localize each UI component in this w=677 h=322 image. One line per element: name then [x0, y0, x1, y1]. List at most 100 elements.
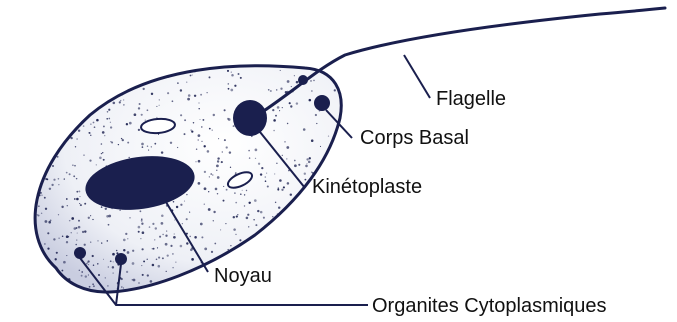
stipple-dot — [235, 234, 236, 235]
stipple-dot — [287, 80, 290, 83]
stipple-dot — [180, 204, 182, 206]
stipple-dot — [215, 188, 218, 191]
stipple-dot — [47, 248, 49, 250]
stipple-dot — [132, 262, 135, 265]
stipple-dot — [167, 254, 169, 256]
stipple-dot — [248, 226, 249, 227]
stipple-dot — [240, 77, 242, 79]
stipple-dot — [149, 226, 151, 228]
stipple-dot — [204, 171, 206, 173]
stipple-dot — [68, 278, 71, 281]
stipple-dot — [260, 211, 263, 214]
stipple-dot — [105, 277, 106, 278]
stipple-dot — [37, 214, 39, 216]
stipple-dot — [90, 135, 91, 136]
stipple-dot — [207, 150, 210, 153]
stipple-dot — [143, 88, 145, 90]
stipple-dot — [104, 135, 105, 136]
stipple-dot — [78, 190, 80, 192]
stipple-dot — [176, 206, 178, 208]
stipple-dot — [275, 202, 276, 203]
stipple-dot — [123, 239, 126, 242]
stipple-dot — [141, 220, 143, 222]
stipple-dot — [191, 130, 193, 132]
stipple-dot — [150, 280, 153, 283]
stipple-dot — [90, 215, 91, 216]
stipple-dot — [92, 283, 94, 285]
stipple-dot — [274, 173, 275, 174]
stipple-dot — [194, 70, 197, 73]
stipple-dot — [123, 104, 124, 105]
stipple-dot — [110, 141, 111, 142]
stipple-dot — [41, 213, 42, 214]
stipple-dot — [127, 251, 130, 254]
stipple-dot — [89, 286, 91, 288]
stipple-dot — [68, 236, 69, 237]
stipple-dot — [76, 240, 77, 241]
stipple-dot — [93, 265, 94, 266]
stipple-dot — [58, 184, 59, 185]
stipple-dot — [140, 287, 141, 288]
label-flagelle: Flagelle — [436, 88, 506, 110]
stipple-dot — [180, 245, 183, 248]
stipple-dot — [159, 99, 160, 100]
stipple-dot — [198, 102, 199, 103]
stipple-dot — [182, 223, 183, 224]
stipple-dot — [194, 236, 197, 239]
stipple-dot — [53, 179, 55, 181]
stipple-dot — [244, 205, 245, 206]
cytoplasmic-organelle-1 — [74, 247, 86, 259]
stipple-dot — [174, 219, 175, 220]
stipple-dot — [201, 126, 202, 127]
stipple-dot — [128, 157, 130, 159]
stipple-dot — [66, 198, 68, 200]
stipple-dot — [177, 82, 179, 84]
stipple-dot — [118, 144, 119, 145]
stipple-dot — [121, 93, 123, 95]
stipple-dot — [103, 259, 104, 260]
stipple-dot — [224, 109, 226, 111]
stipple-dot — [216, 165, 219, 168]
stipple-dot — [311, 90, 312, 91]
stipple-dot — [173, 201, 175, 203]
stipple-dot — [75, 244, 77, 246]
stipple-dot — [174, 233, 175, 234]
stipple-dot — [156, 117, 157, 118]
stipple-dot — [134, 113, 137, 116]
stipple-dot — [294, 75, 295, 76]
stipple-dot — [286, 146, 289, 149]
stipple-dot — [276, 89, 278, 91]
stipple-dot — [190, 75, 192, 77]
stipple-dot — [316, 123, 317, 124]
stipple-dot — [102, 131, 105, 134]
stipple-dot — [72, 165, 73, 166]
stipple-dot — [45, 220, 48, 223]
stipple-dot — [294, 160, 296, 162]
stipple-dot — [263, 217, 265, 219]
stipple-dot — [88, 217, 90, 219]
stipple-dot — [279, 110, 280, 111]
stipple-dot — [233, 125, 235, 127]
stipple-dot — [196, 149, 197, 150]
label-corps-basal: Corps Basal — [360, 127, 469, 149]
stipple-dot — [248, 150, 250, 152]
stipple-dot — [223, 186, 224, 187]
stipple-dot — [166, 231, 167, 232]
stipple-dot — [103, 125, 105, 127]
stipple-dot — [156, 258, 158, 260]
stipple-dot — [76, 198, 79, 201]
stipple-dot — [212, 129, 213, 130]
stipple-dot — [153, 248, 155, 250]
stipple-dot — [107, 285, 109, 287]
stipple-dot — [264, 225, 267, 228]
stipple-dot — [309, 99, 312, 102]
stipple-dot — [231, 74, 234, 77]
stipple-dot — [187, 98, 190, 101]
stipple-dot — [189, 236, 191, 238]
stipple-dot — [123, 287, 124, 288]
stipple-dot — [257, 210, 259, 212]
stipple-dot — [48, 221, 51, 224]
stipple-dot — [161, 222, 164, 225]
stipple-dot — [63, 261, 66, 264]
stipple-dot — [244, 194, 245, 195]
